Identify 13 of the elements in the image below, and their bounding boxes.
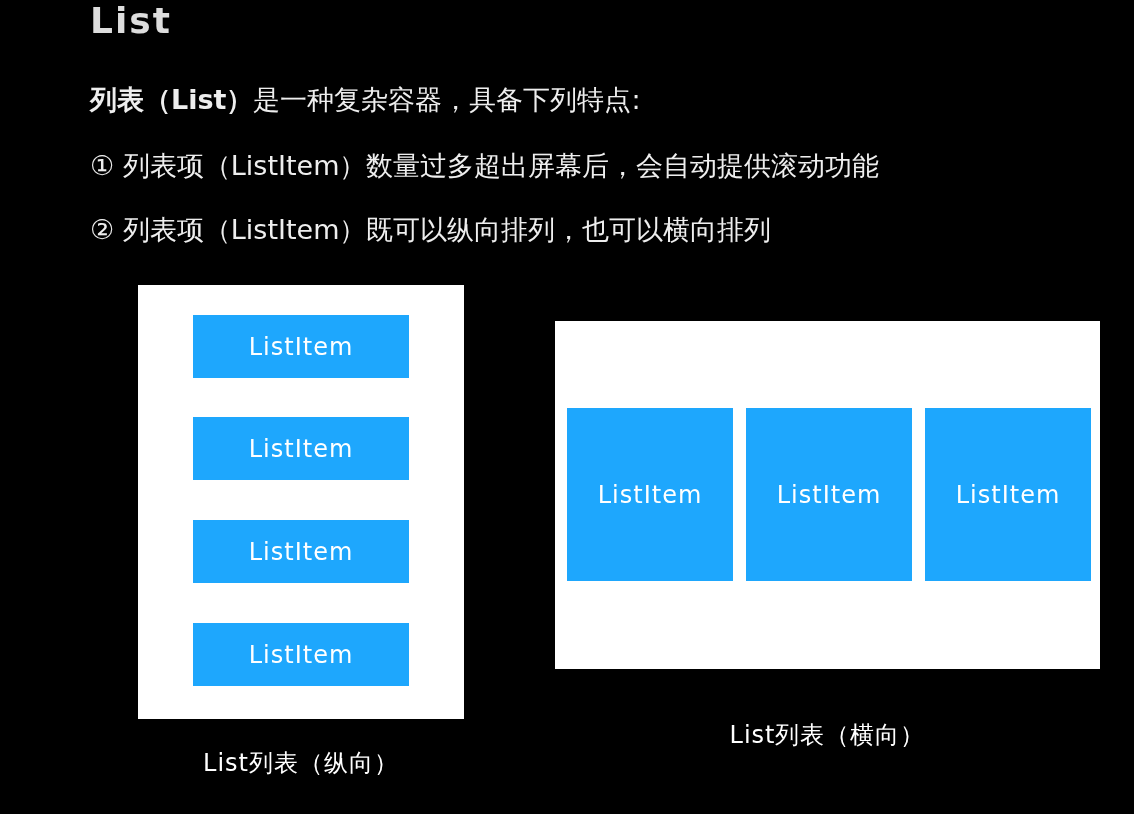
intro-text: 列表（List）是一种复杂容器，具备下列特点:	[90, 83, 641, 117]
list-item-box: ListItem	[193, 315, 409, 378]
list-item-box: ListItem	[746, 408, 912, 581]
list-item-box: ListItem	[925, 408, 1091, 581]
slide-title: List	[90, 0, 172, 41]
bullet-text: ① 列表项（ListItem）数量过多超出屏幕后，会自动提供滚动功能	[90, 149, 880, 183]
list-item-box: ListItem	[193, 623, 409, 686]
panel-caption: List列表（横向）	[728, 720, 927, 751]
panel-caption: List列表（纵向）	[202, 748, 400, 779]
bullet-text: ② 列表项（ListItem）既可以纵向排列，也可以横向排列	[90, 213, 772, 247]
list-item-box: ListItem	[193, 417, 409, 480]
list-item-box: ListItem	[193, 520, 409, 583]
list-item-box: ListItem	[567, 408, 733, 581]
